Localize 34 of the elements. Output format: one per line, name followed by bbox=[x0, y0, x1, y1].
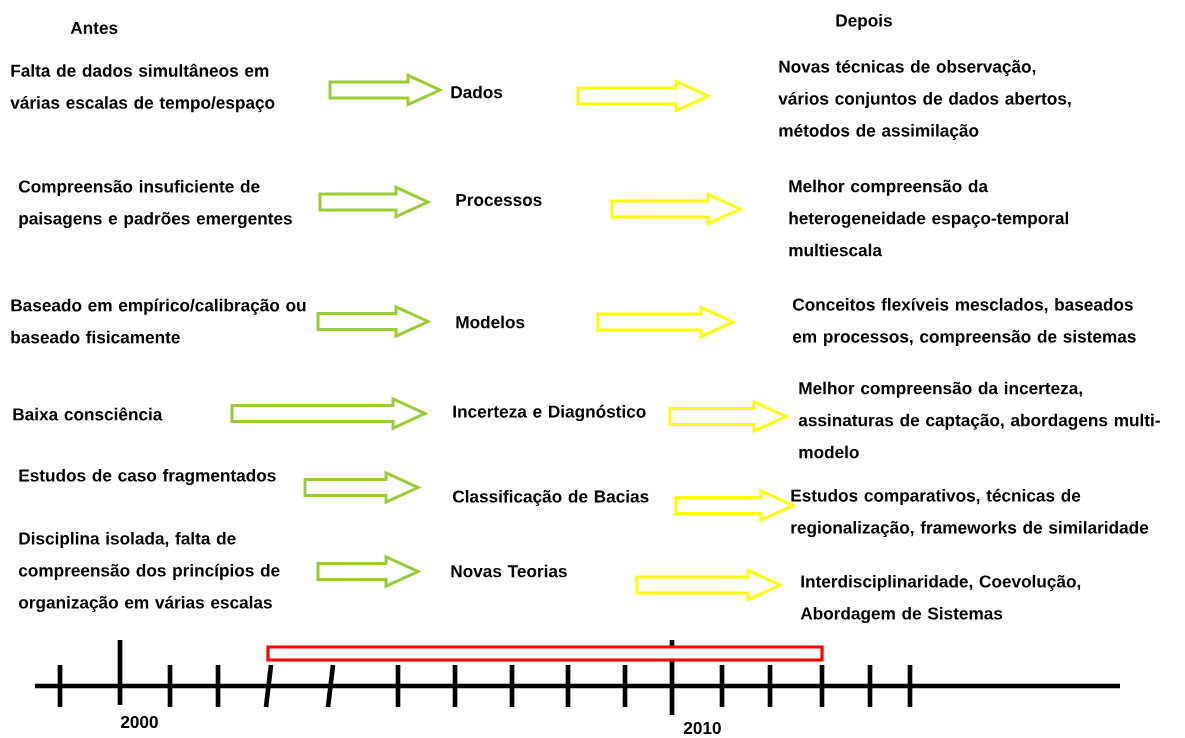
outcome-text: Novas técnicas de observação, vários conjuntos de dados abertos, métodos de assimilação bbox=[778, 59, 1071, 141]
block-arrow bbox=[668, 399, 790, 434]
outcome-text: Interdisciplinaridade, Coevolução, Abordagem de Sistemas bbox=[800, 574, 1081, 624]
block-arrow bbox=[674, 488, 797, 523]
block-arrow bbox=[610, 192, 744, 226]
problem-text: Falta de dados simultâneos em várias escalas de tempo/espaço bbox=[10, 63, 275, 113]
topic-label: Novas Teorias bbox=[451, 564, 567, 578]
topic-label: Incerteza e Diagnóstico bbox=[453, 404, 646, 422]
block-arrow bbox=[576, 79, 712, 113]
outcome-text: Melhor compreensão da incerteza, assinaturas de captação, abordagens multi-modelo bbox=[798, 381, 1160, 459]
problem-text: Compreensão insuficiente de paisagens e padrões emergentes bbox=[19, 179, 292, 229]
outcome-text: Estudos comparativos, técnicas de regionalização, frameworks de similaridade bbox=[791, 488, 1149, 538]
topic-label: Modelos bbox=[456, 315, 525, 329]
block-arrow bbox=[328, 73, 444, 107]
outcome-text: Melhor compreensão da heterogeneidade espaço-temporal multiescala bbox=[789, 179, 1069, 257]
block-arrow bbox=[303, 470, 422, 505]
topic-label: Dados bbox=[451, 85, 503, 99]
topic-label: Processos bbox=[456, 194, 542, 206]
block-arrow bbox=[596, 305, 737, 339]
column-heading: Depois bbox=[836, 14, 892, 30]
block-arrow bbox=[318, 185, 432, 219]
year-label: 2010 bbox=[683, 721, 721, 735]
problem-text: Estudos de caso fragmentados bbox=[19, 468, 276, 486]
block-arrow bbox=[230, 396, 429, 431]
topic-label: Classificação de Bacias bbox=[453, 490, 649, 506]
block-arrow bbox=[635, 568, 784, 602]
outcome-text: Conceitos flexíveis mesclados, baseados em processos, compreensão de sistemas bbox=[792, 297, 1136, 347]
year-label: 2000 bbox=[120, 715, 158, 729]
problem-text: Baseado em empírico/calibração ou baseado fisicamente bbox=[11, 298, 306, 344]
block-arrow bbox=[316, 304, 432, 339]
problem-text: Disciplina isolada, falta de compreensão dos princípios de organização em várias escalas bbox=[18, 531, 280, 613]
block-arrow bbox=[316, 554, 422, 589]
column-heading: Antes bbox=[70, 22, 118, 34]
problem-text: Baixa consciência bbox=[13, 407, 163, 421]
